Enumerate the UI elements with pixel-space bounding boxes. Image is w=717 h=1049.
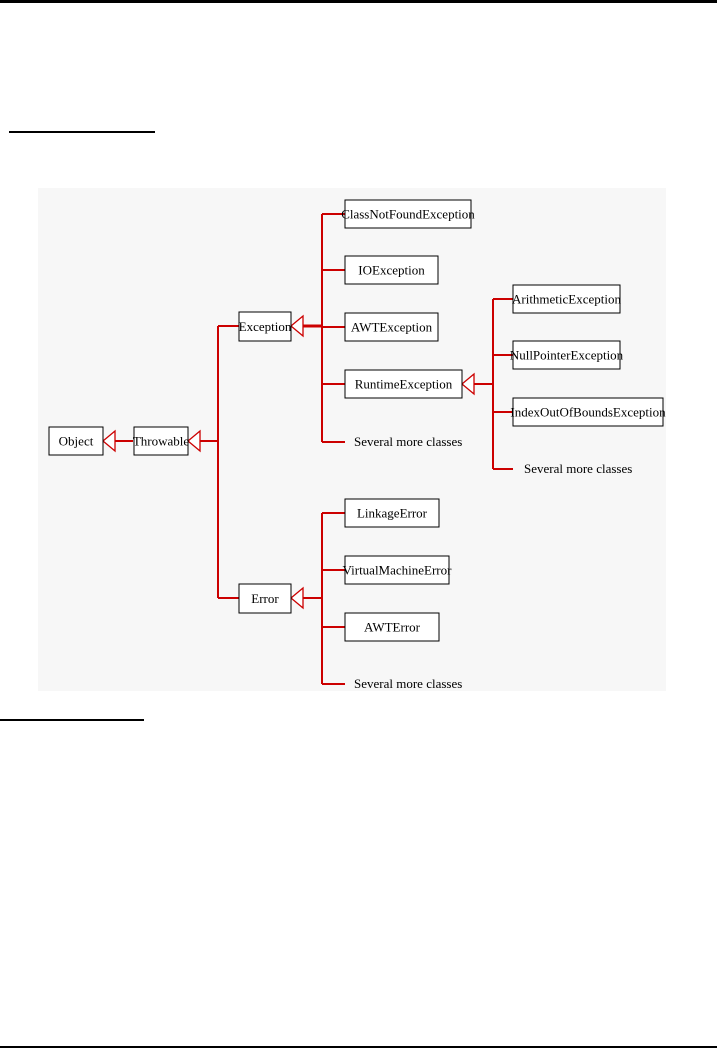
linkage-error-node: LinkageError bbox=[344, 498, 440, 528]
throwable-node: Throwable bbox=[133, 426, 190, 456]
awtexception-node-box bbox=[344, 312, 439, 342]
null-pointer-exception-node: NullPointerException bbox=[510, 340, 624, 370]
error-node: Error bbox=[238, 583, 292, 614]
arithmetic-exception-node: ArithmeticException bbox=[512, 284, 622, 314]
object-inheritance-arrow bbox=[101, 429, 116, 453]
throwable-node-label: Throwable bbox=[133, 434, 190, 449]
runtime-exception-node-label: RuntimeException bbox=[355, 377, 453, 392]
runtime-more-classes: Several more classes bbox=[524, 461, 632, 476]
class-not-found-exception-node-box bbox=[344, 199, 472, 229]
virtual-machine-error-node-label: VirtualMachineError bbox=[343, 563, 453, 578]
class-not-found-exception-node-label: ClassNotFoundException bbox=[341, 207, 475, 222]
index-out-of-bounds-exception-node: IndexOutOfBoundsException bbox=[510, 397, 666, 427]
top-rule bbox=[0, 0, 717, 3]
object-node: Object bbox=[48, 426, 104, 456]
runtime-exception-node-box bbox=[344, 369, 463, 399]
throwable-node-box bbox=[133, 426, 189, 456]
virtual-machine-error-node-box bbox=[344, 555, 450, 585]
awtexception-node-label: AWTException bbox=[351, 320, 433, 335]
exception-node-box bbox=[238, 311, 292, 342]
error-node-box bbox=[238, 583, 292, 614]
ioexception-node: IOException bbox=[344, 255, 439, 285]
ioexception-node-box bbox=[344, 255, 439, 285]
heading-underline-bottom bbox=[0, 719, 144, 721]
awterror-node-box bbox=[344, 612, 440, 642]
class-not-found-exception-node: ClassNotFoundException bbox=[341, 199, 475, 229]
bottom-rule bbox=[0, 1046, 717, 1048]
exception-more-classes: Several more classes bbox=[354, 434, 462, 449]
error-inheritance-arrow bbox=[289, 586, 304, 610]
arithmetic-exception-node-label: ArithmeticException bbox=[512, 292, 622, 307]
exception-inheritance-arrow bbox=[289, 314, 304, 338]
connector-lines bbox=[101, 213, 513, 685]
runtime-inheritance-arrow bbox=[460, 372, 475, 396]
object-node-box bbox=[48, 426, 104, 456]
exception-node-label: Exception bbox=[239, 319, 292, 334]
throwable-inheritance-arrow bbox=[186, 429, 201, 453]
virtual-machine-error-node: VirtualMachineError bbox=[343, 555, 453, 585]
awterror-node: AWTError bbox=[344, 612, 440, 642]
linkage-error-node-box bbox=[344, 498, 440, 528]
ioexception-node-label: IOException bbox=[358, 263, 425, 278]
awtexception-node: AWTException bbox=[344, 312, 439, 342]
arithmetic-exception-node-box bbox=[512, 284, 621, 314]
heading-underline-top bbox=[9, 131, 155, 133]
runtime-exception-node: RuntimeException bbox=[344, 369, 463, 399]
exception-node: Exception bbox=[238, 311, 292, 342]
error-node-label: Error bbox=[251, 591, 279, 606]
awterror-node-label: AWTError bbox=[364, 620, 421, 635]
object-node-label: Object bbox=[59, 434, 94, 449]
error-more-classes: Several more classes bbox=[354, 676, 462, 691]
linkage-error-node-label: LinkageError bbox=[357, 506, 428, 521]
null-pointer-exception-node-label: NullPointerException bbox=[510, 348, 624, 363]
index-out-of-bounds-exception-node-label: IndexOutOfBoundsException bbox=[510, 405, 666, 420]
index-out-of-bounds-exception-node-box bbox=[512, 397, 664, 427]
null-pointer-exception-node-box bbox=[512, 340, 621, 370]
